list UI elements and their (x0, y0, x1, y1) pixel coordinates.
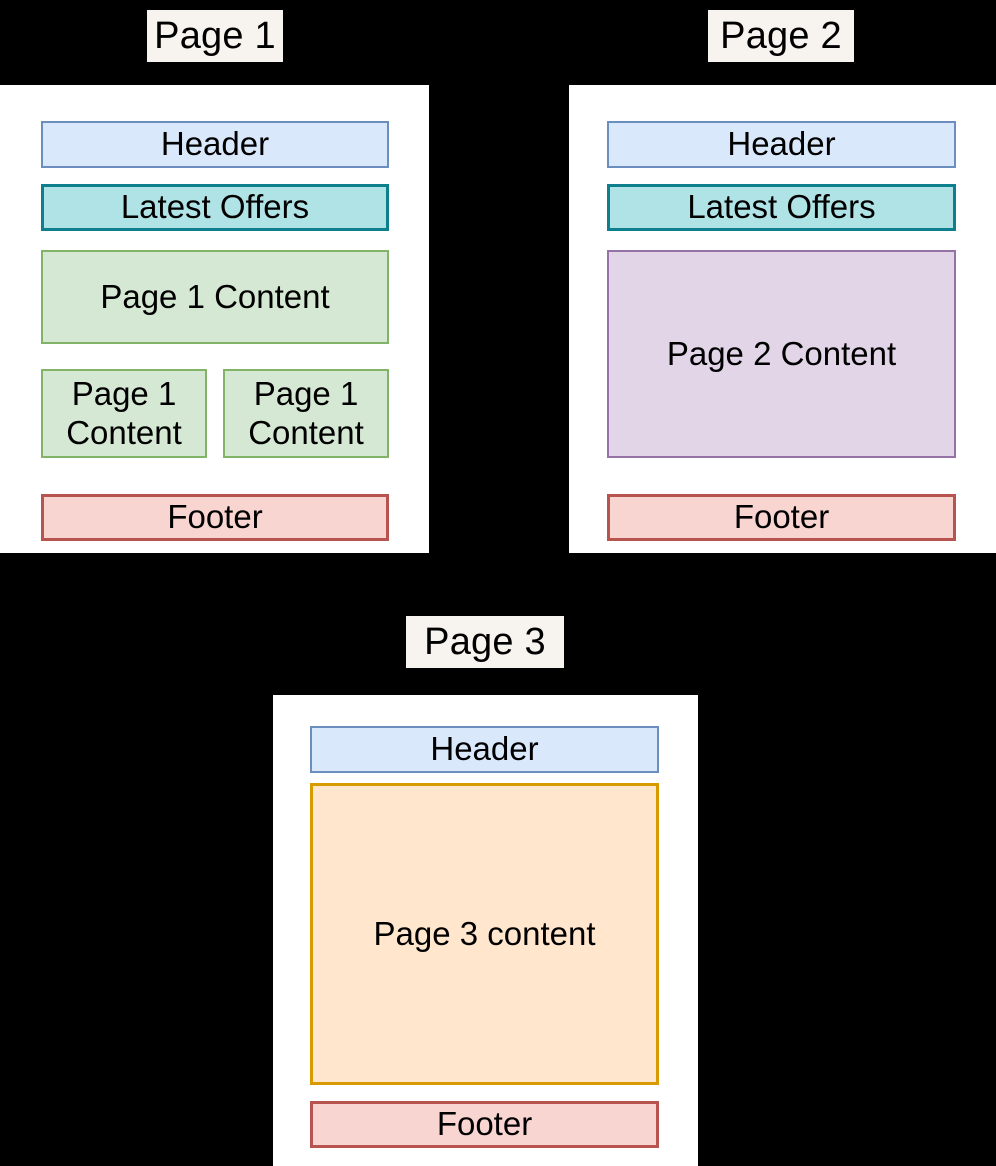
page-2-latest-offers-block: Latest Offers (607, 184, 956, 231)
page-1-content-main-block: Page 1 Content (41, 250, 389, 344)
page-3-content-main-block: Page 3 content (310, 783, 659, 1085)
page-2-content-main-block: Page 2 Content (607, 250, 956, 458)
page-1-panel: Header Latest Offers Page 1 Content Page… (0, 85, 429, 553)
page-2-header-block: Header (607, 121, 956, 168)
page-2-title-label: Page 2 (708, 10, 854, 62)
page-1-header-block: Header (41, 121, 389, 168)
page-1-content-left-block: Page 1 Content (41, 369, 207, 458)
page-3-title-label: Page 3 (406, 616, 564, 668)
page-3-panel: Header Page 3 content Footer (273, 695, 698, 1166)
page-2-footer-block: Footer (607, 494, 956, 541)
page-3-header-block: Header (310, 726, 659, 773)
page-1-footer-block: Footer (41, 494, 389, 541)
page-2-panel: Header Latest Offers Page 2 Content Foot… (569, 85, 996, 553)
page-1-title-label: Page 1 (147, 10, 283, 62)
page-3-footer-block: Footer (310, 1101, 659, 1148)
page-1-latest-offers-block: Latest Offers (41, 184, 389, 231)
page-1-content-right-block: Page 1 Content (223, 369, 389, 458)
